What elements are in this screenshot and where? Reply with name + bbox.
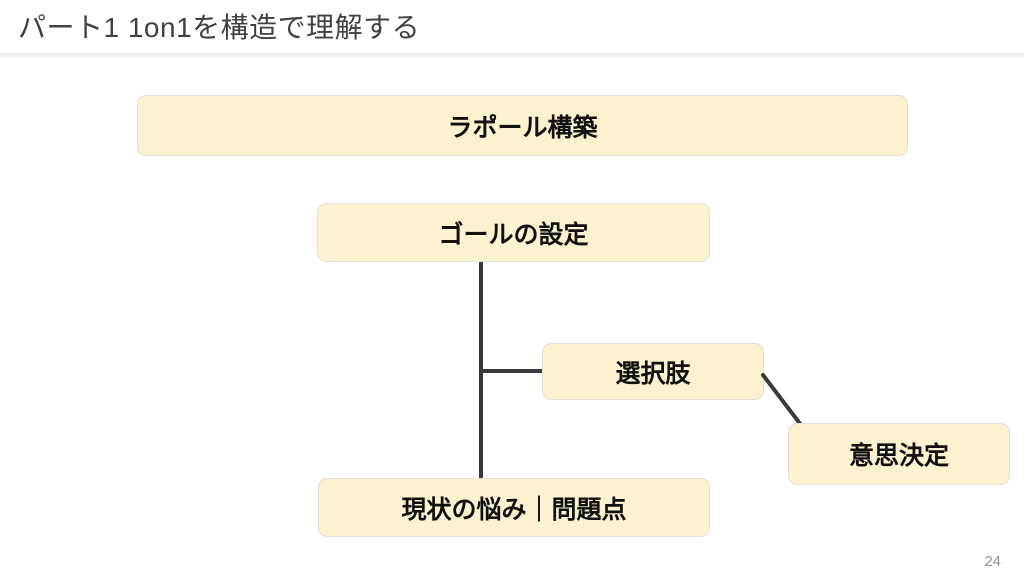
node-current-problems-label: 現状の悩み｜問題点: [401, 495, 627, 524]
node-options: 選択肢: [542, 343, 764, 400]
connector-options-to-decision: [761, 373, 803, 427]
node-decision: 意思決定: [788, 423, 1010, 485]
node-rapport: ラポール構築: [137, 95, 908, 156]
node-goal-setting-label: ゴールの設定: [438, 220, 589, 249]
header-divider: [0, 53, 1024, 58]
node-decision-label: 意思決定: [848, 442, 949, 470]
node-current-problems: 現状の悩み｜問題点: [318, 478, 710, 537]
node-options-label: 選択肢: [615, 359, 691, 388]
node-rapport-label: ラポール構築: [447, 113, 598, 142]
page-number: 24: [984, 553, 1001, 570]
slide-title: パート1 1on1を構造で理解する: [18, 12, 421, 43]
node-goal-setting: ゴールの設定: [317, 203, 710, 262]
connector-branch-to-options: [479, 369, 542, 373]
connector-options-to-decision-line: [761, 373, 803, 427]
